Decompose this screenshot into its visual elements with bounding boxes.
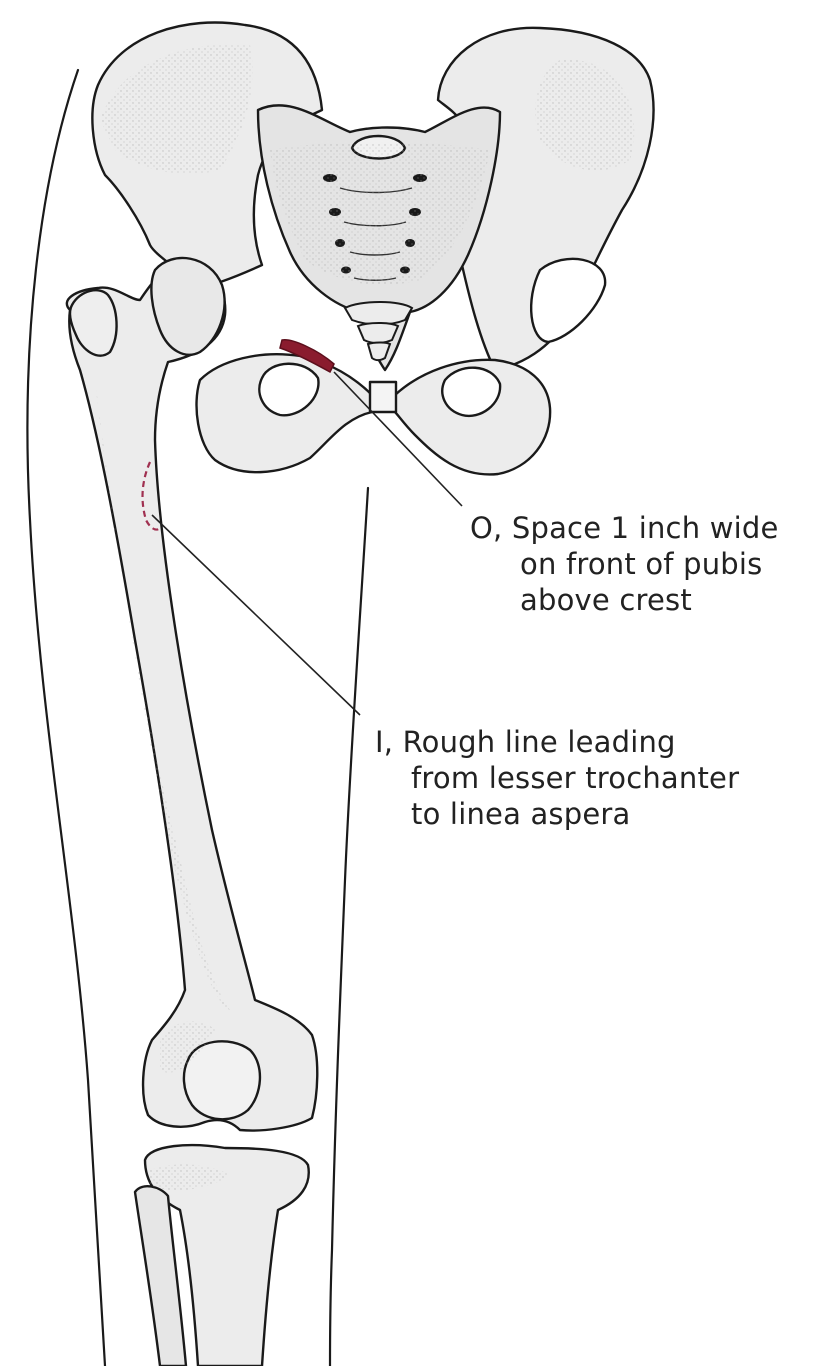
fibula: [135, 1186, 186, 1366]
pelvic-inlet-left-wing: [531, 259, 605, 342]
insertion-annotation: I, Rough line leading from lesser trocha…: [375, 724, 739, 832]
origin-annotation: O, Space 1 inch wide on front of pubis a…: [470, 510, 779, 618]
inner-thigh-contour: [330, 488, 368, 1366]
origin-line-3: above crest: [470, 582, 779, 618]
origin-line-2: on front of pubis: [470, 546, 779, 582]
insertion-line-1: I, Rough line leading: [375, 724, 739, 760]
insertion-line-3: to linea aspera: [375, 796, 739, 832]
pubic-symphysis: [370, 382, 396, 412]
insertion-line-2: from lesser trochanter: [375, 760, 739, 796]
outer-thigh-contour: [27, 70, 105, 1366]
origin-line-1: O, Space 1 inch wide: [470, 510, 779, 546]
